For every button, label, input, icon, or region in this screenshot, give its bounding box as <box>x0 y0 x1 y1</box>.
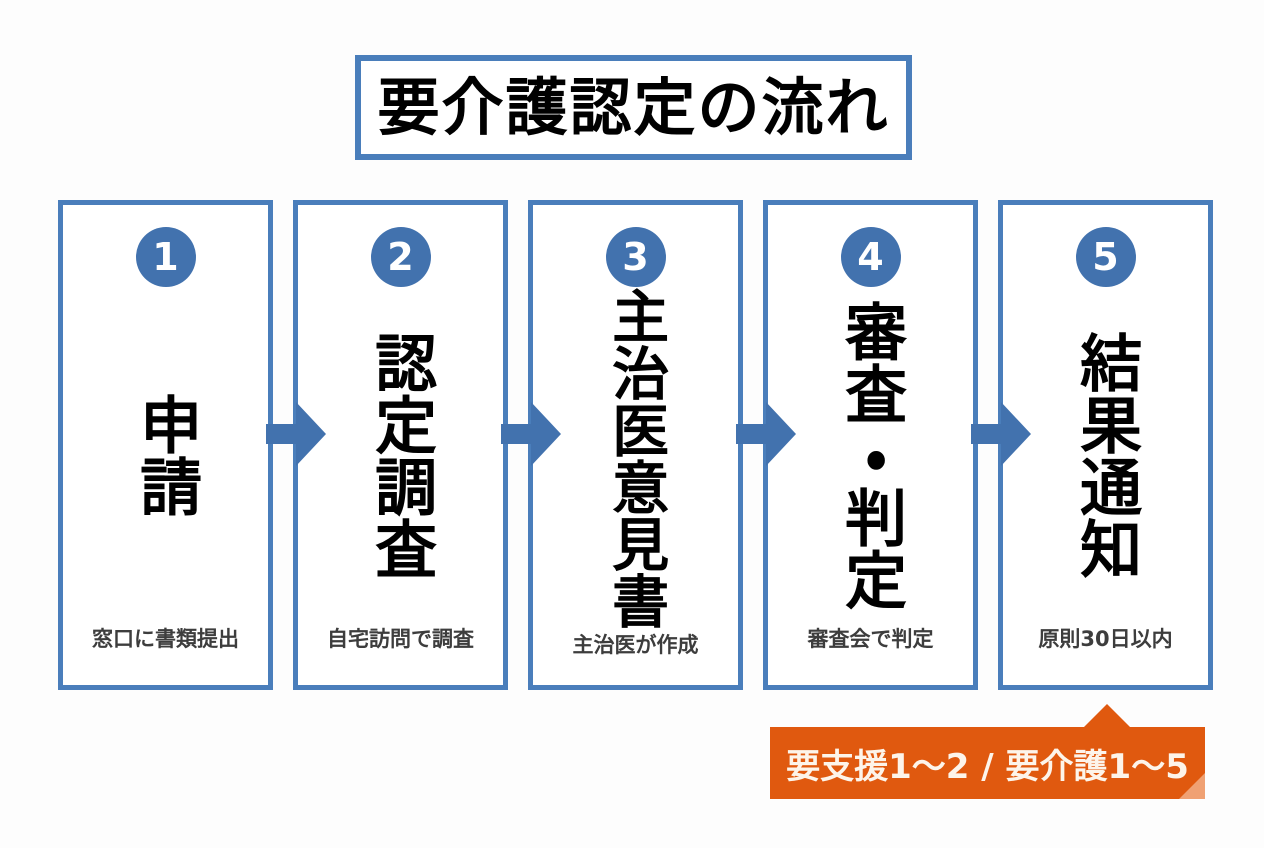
step-main-wrap-3: 主治医意見書 <box>533 287 738 629</box>
step-main-label-2: 認定調査 <box>364 331 438 579</box>
step-caption-5: 原則30日以内 <box>1038 627 1173 651</box>
result-banner: 要支援1〜2 / 要介護1〜5 <box>770 704 1205 799</box>
step-box-4: 4 審査・判定 審査会で判定 <box>763 200 978 690</box>
arrow-right-icon-3 <box>736 398 796 470</box>
arrow-right-icon-1 <box>266 398 326 470</box>
step-main-label-4: 審査・判定 <box>834 300 908 610</box>
arrow-right-icon-2 <box>501 398 561 470</box>
step-number-badge-4: 4 <box>840 227 901 287</box>
step-main-wrap-2: 認定調査 <box>298 287 503 623</box>
step-caption-3: 主治医が作成 <box>572 633 699 657</box>
arrow-right-icon-4 <box>971 398 1031 470</box>
banner-pointer-triangle <box>1083 704 1131 728</box>
step-number-badge-3: 3 <box>605 227 666 287</box>
step-main-label-3: 主治医意見書 <box>602 287 669 629</box>
step-box-5: 5 結果通知 原則30日以内 <box>998 200 1213 690</box>
step-main-label-1: 申請 <box>129 393 203 517</box>
step-main-wrap-5: 結果通知 <box>1003 287 1208 623</box>
diagram-title-box: 要介護認定の流れ <box>355 55 912 160</box>
step-caption-4: 審査会で判定 <box>807 627 934 651</box>
step-number-badge-5: 5 <box>1075 227 1136 287</box>
step-number-badge-2: 2 <box>370 227 431 287</box>
banner-corner-fold <box>1179 773 1205 799</box>
step-caption-1: 窓口に書類提出 <box>92 627 239 651</box>
step-box-2: 2 認定調査 自宅訪問で調査 <box>293 200 508 690</box>
step-caption-2: 自宅訪問で調査 <box>327 627 474 651</box>
step-box-1: 1 申請 窓口に書類提出 <box>58 200 273 690</box>
step-main-wrap-4: 審査・判定 <box>768 287 973 623</box>
diagram-title-inner-border: 要介護認定の流れ <box>361 61 906 154</box>
step-main-wrap-1: 申請 <box>63 287 268 623</box>
page-title: 要介護認定の流れ <box>377 70 890 144</box>
step-number-badge-1: 1 <box>135 227 196 287</box>
result-banner-label: 要支援1〜2 / 要介護1〜5 <box>786 746 1189 787</box>
step-main-label-5: 結果通知 <box>1069 331 1143 579</box>
